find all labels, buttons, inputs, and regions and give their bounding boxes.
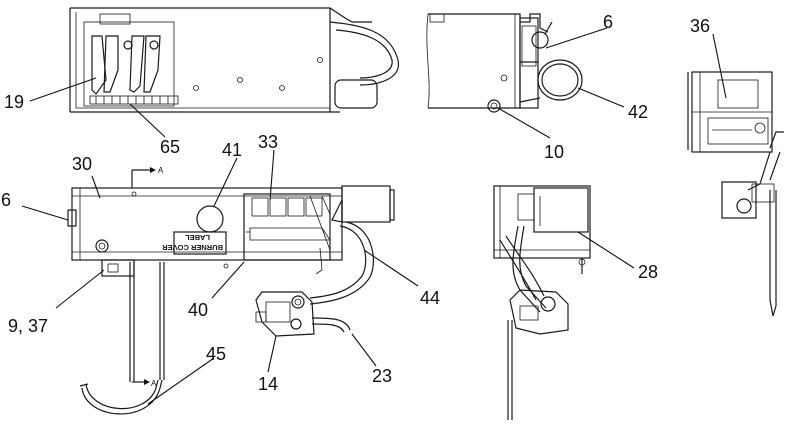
burner-cover-label-line1: BURNER COVER	[162, 243, 223, 252]
callout-30: 30	[72, 154, 92, 174]
callout-44: 44	[420, 288, 440, 308]
callout-45: 45	[206, 344, 226, 364]
view-end-elevation	[493, 185, 635, 420]
view-side-elevation	[426, 13, 625, 139]
callout-28: 28	[638, 262, 658, 282]
burner-cover-label-line2: LABEL	[185, 233, 210, 242]
callout-41: 41	[222, 140, 242, 160]
view-rear-assembly	[687, 33, 784, 317]
callout-19: 19	[4, 92, 24, 112]
section-mark-a-bottom: A	[151, 379, 157, 388]
callout-9-37: 9, 37	[8, 316, 48, 336]
callout-65: 65	[160, 137, 180, 157]
callout-23: 23	[372, 366, 392, 386]
callout-6-left: 6	[1, 190, 11, 210]
view-main-assembly: A BURNER COVER LABEL	[21, 149, 419, 415]
callout-36: 36	[690, 16, 710, 36]
callout-6-top: 6	[603, 12, 613, 32]
callout-10: 10	[544, 142, 564, 162]
callout-42: 42	[628, 102, 648, 122]
callout-14: 14	[258, 374, 278, 394]
section-mark-a-top: A	[158, 166, 164, 175]
view-burner-assembly-cutaway	[29, 7, 399, 138]
callout-40: 40	[188, 300, 208, 320]
callout-33: 33	[258, 132, 278, 152]
